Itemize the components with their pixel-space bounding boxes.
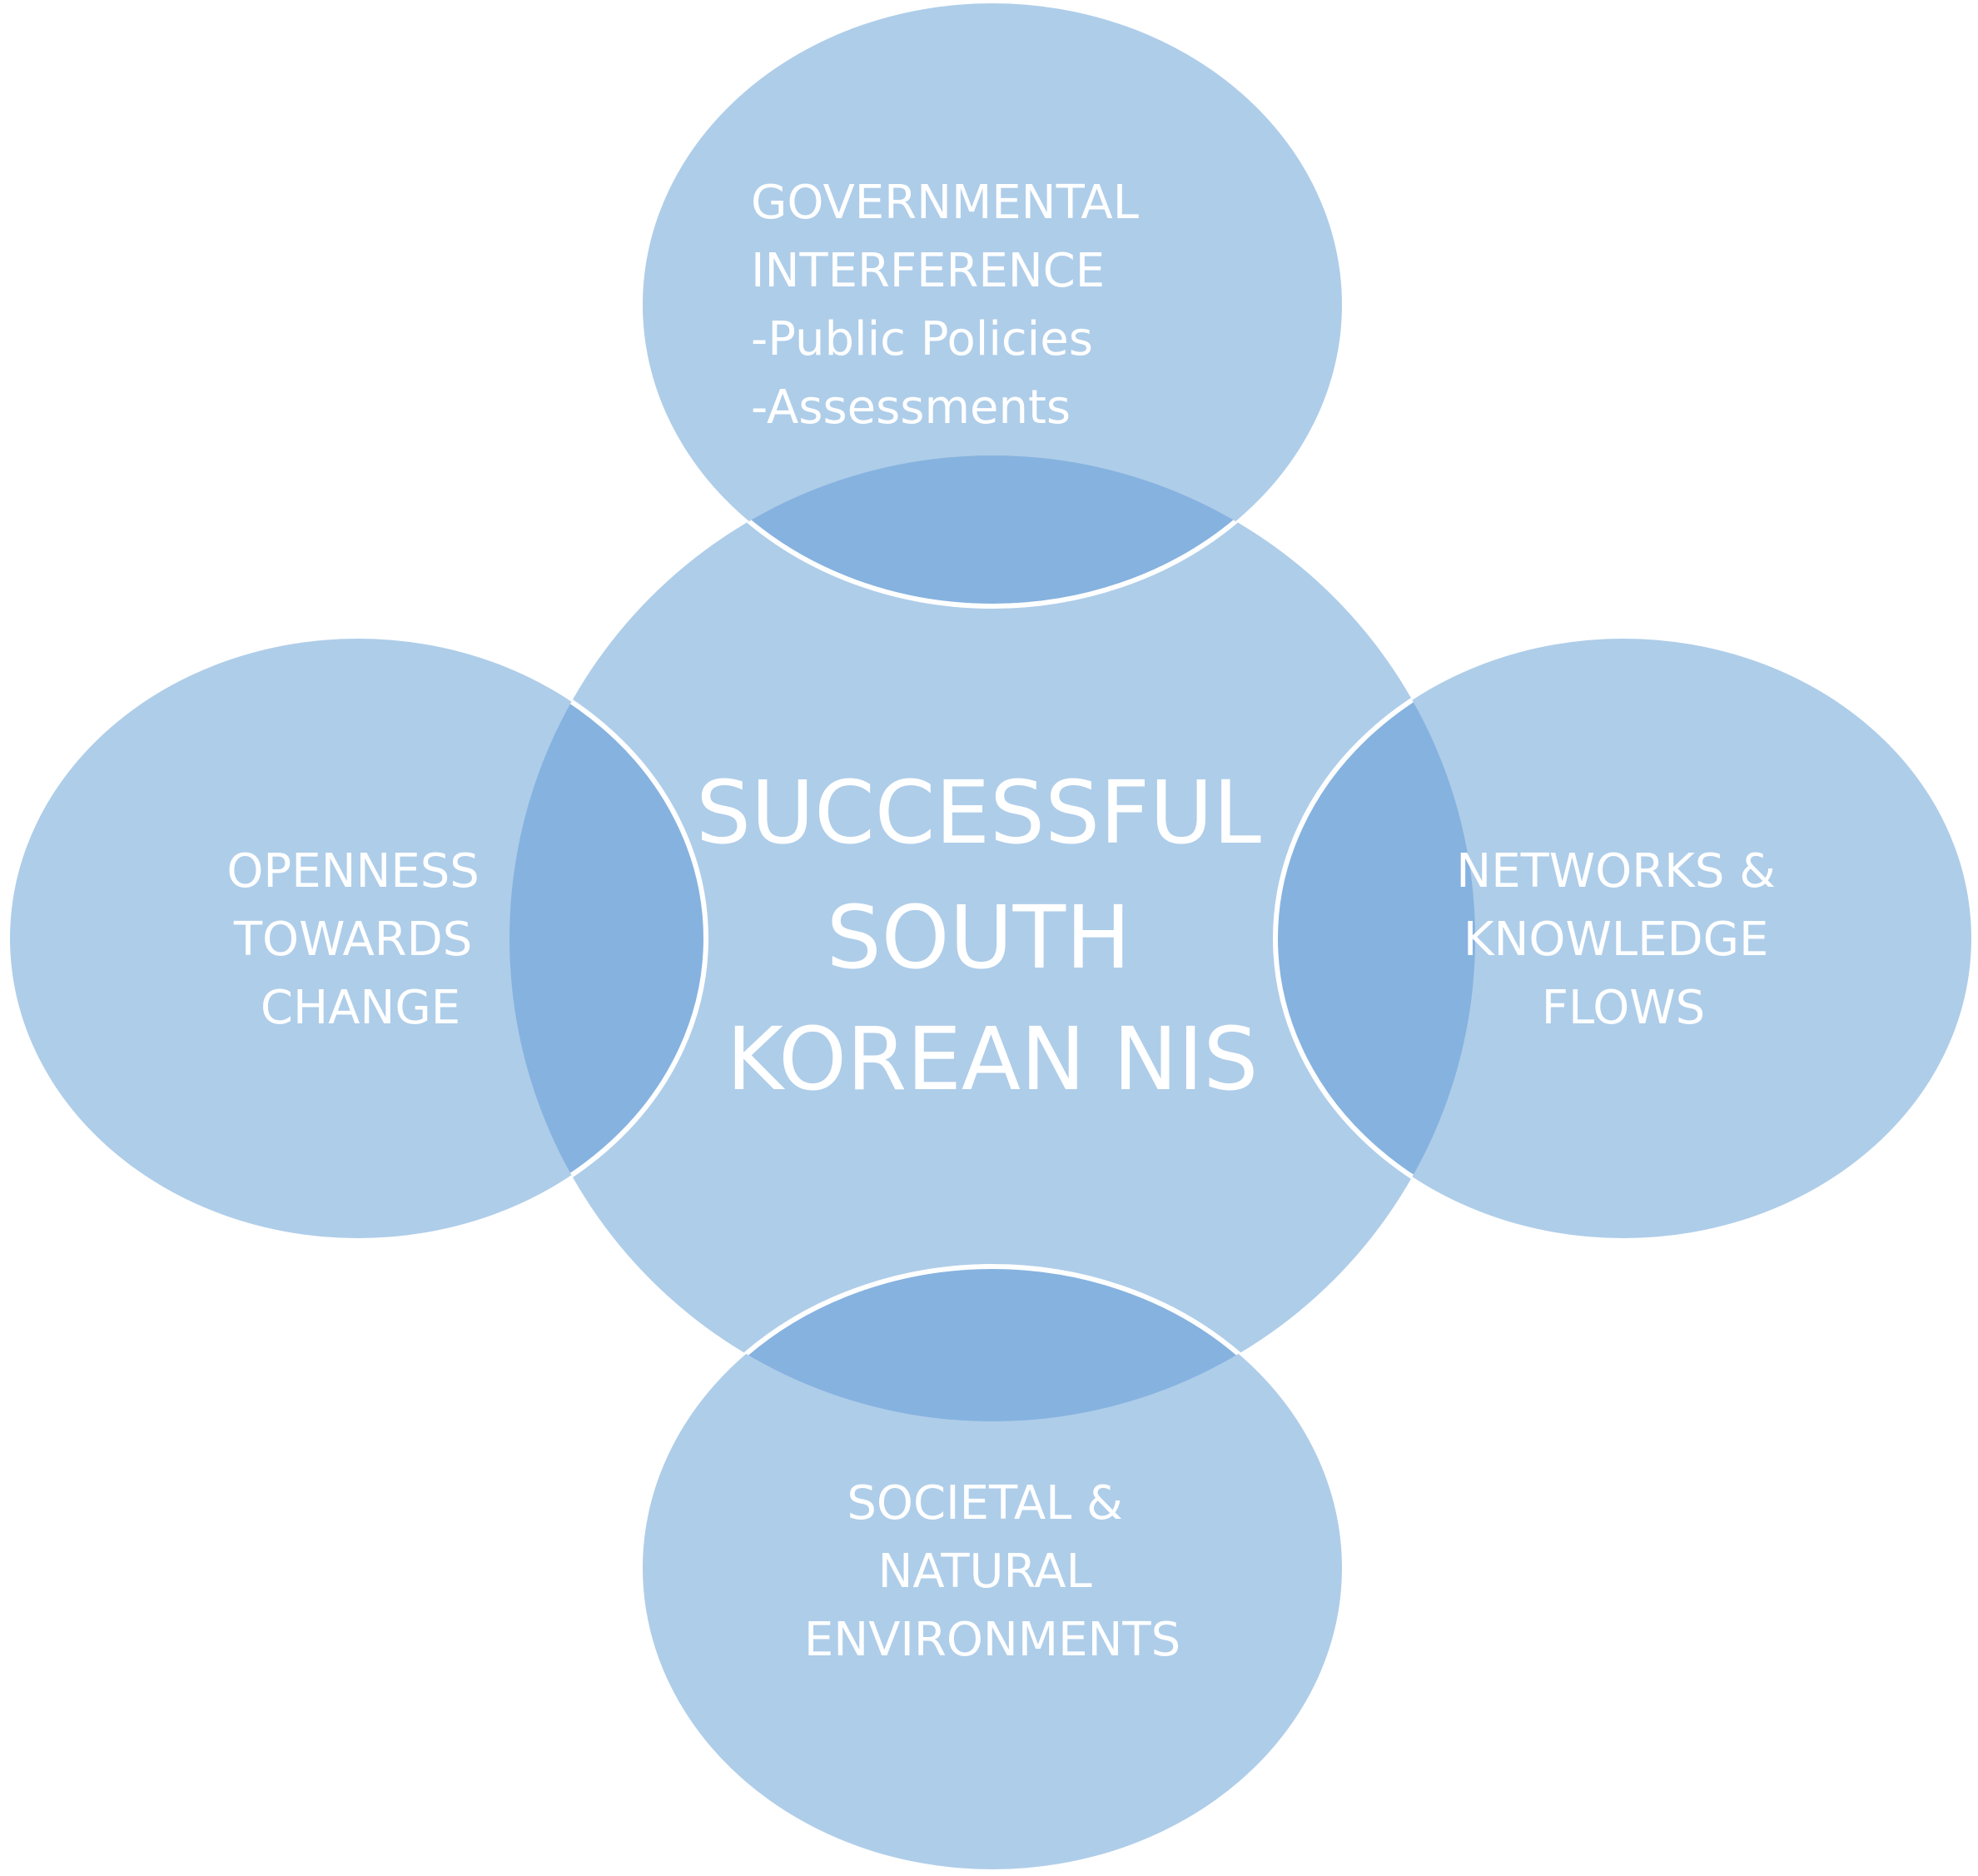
left-circle — [10, 639, 706, 1238]
left-label-line-1: OPENNESS — [226, 844, 480, 898]
bottom-label-line-1: SOCIETAL & — [847, 1476, 1122, 1530]
left-label-line-2: TOWARDS — [233, 913, 472, 967]
top-label-line-2: INTERFERENCE — [751, 244, 1105, 298]
top-outline — [640, 455, 1344, 609]
right-label-line-3: FLOWS — [1542, 981, 1705, 1035]
center-label-line-3: KOREAN NIS — [727, 1008, 1259, 1110]
left-label-line-3: CHANGE — [261, 981, 460, 1035]
left-outline — [509, 636, 708, 1241]
top-label-line-4: -Assessments — [751, 381, 1071, 435]
right-label: NETWORKS & KNOWLEDGE FLOWS — [1456, 844, 1790, 1035]
bottom-outline — [640, 1264, 1344, 1421]
left-label: OPENNESS TOWARDS CHANGE — [226, 844, 494, 1035]
right-outline — [1273, 636, 1475, 1241]
right-label-line-2: KNOWLEDGE — [1464, 913, 1769, 967]
overlap-outlines — [509, 455, 1475, 1421]
bottom-circle — [643, 1266, 1342, 1869]
right-label-line-1: NETWORKS & — [1456, 844, 1776, 898]
top-label-line-1: GOVERNMENTAL — [751, 176, 1139, 230]
bottom-label: SOCIETAL & NATURAL ENVIRONMENTS — [804, 1476, 1180, 1667]
center-circle — [509, 455, 1475, 1421]
center-label-line-1: SUCCESSFUL — [696, 762, 1261, 863]
center-label: SUCCESSFUL SOUTH KOREAN NIS — [696, 762, 1289, 1110]
center-label-line-2: SOUTH — [827, 887, 1131, 988]
top-label-line-3: -Public Policies — [751, 312, 1093, 366]
top-circle — [643, 3, 1342, 606]
bottom-label-line-2: NATURAL — [877, 1545, 1091, 1599]
bottom-label-line-3: ENVIRONMENTS — [804, 1613, 1180, 1667]
top-label: GOVERNMENTAL INTERFERENCE -Public Polici… — [751, 176, 1154, 435]
right-overlap — [1275, 639, 1475, 1238]
